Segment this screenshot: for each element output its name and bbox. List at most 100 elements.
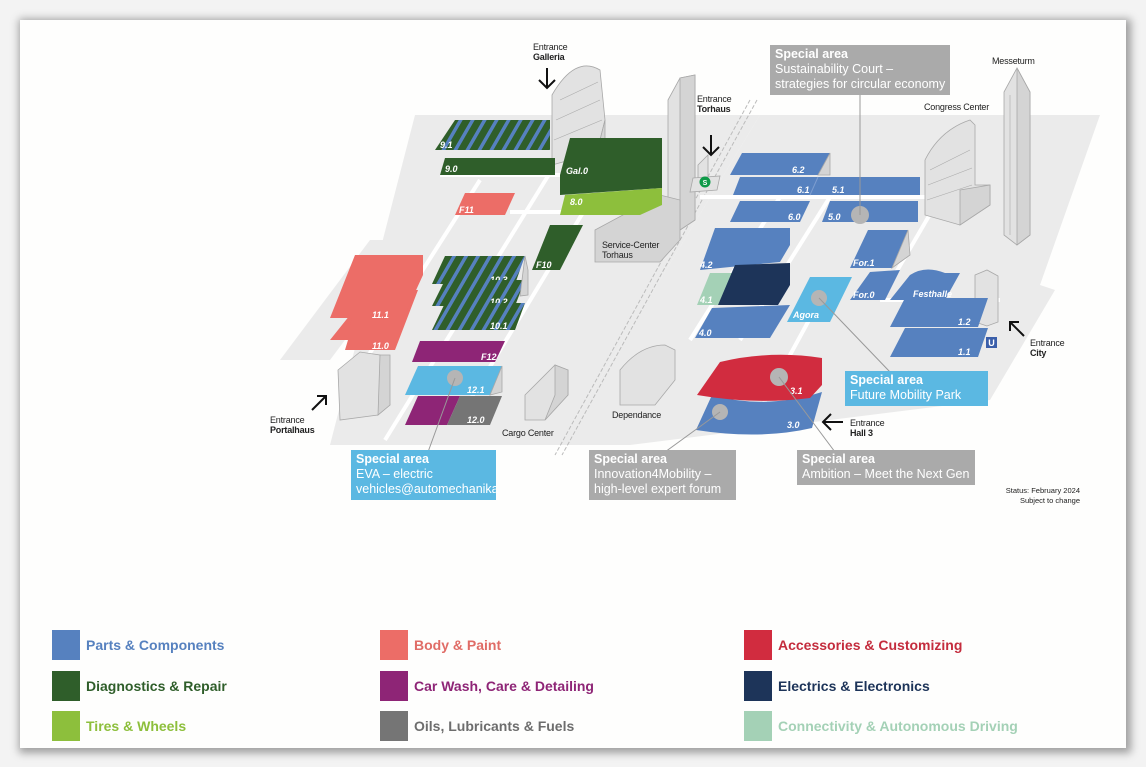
- callout-text: Ambition – Meet the Next Gen: [802, 467, 970, 481]
- special-area-ambition[interactable]: Special area Ambition – Meet the Next Ge…: [797, 450, 975, 485]
- hall-label: 10.2: [490, 297, 508, 307]
- hall-4-0[interactable]: [695, 305, 790, 338]
- legend-label: Parts & Components: [86, 637, 225, 653]
- hall-10-2[interactable]: [432, 280, 525, 306]
- special-area-future-mobility[interactable]: Special area Future Mobility Park: [845, 371, 988, 406]
- hall-3-0[interactable]: [696, 392, 822, 435]
- callout-heading: Special area: [802, 452, 875, 466]
- hall-label: 4.1: [699, 295, 713, 305]
- hall-11-1[interactable]: [330, 255, 423, 325]
- special-area-eva[interactable]: Special area EVA – electric vehicles@aut…: [351, 450, 499, 500]
- hall-9-1[interactable]: [435, 120, 550, 150]
- hall-12-0-oils[interactable]: [447, 396, 502, 425]
- hall-for-0[interactable]: [850, 270, 900, 300]
- hall-label: F11: [459, 205, 474, 215]
- hall-label: For.1: [853, 258, 875, 268]
- hall-label: Festhalle: [913, 289, 952, 299]
- legend-label: Tires & Wheels: [86, 718, 187, 734]
- arrow-down-icon: [538, 68, 556, 90]
- hall-label: 9.0: [445, 164, 458, 174]
- s-bahn-icon: [699, 176, 711, 188]
- hall-label: 3.1: [790, 386, 803, 396]
- hall-label: 4.2: [699, 260, 713, 270]
- hall-4-2[interactable]: [700, 228, 790, 270]
- hall-5-0[interactable]: [822, 201, 918, 222]
- legend-label: Electrics & Electronics: [778, 678, 930, 694]
- callout-heading: Special area: [775, 47, 848, 61]
- hall-label: 9.1: [440, 140, 453, 150]
- arrow-left-icon: [821, 413, 843, 431]
- hall-4-1-connectivity[interactable]: [697, 273, 735, 305]
- hall-3-1[interactable]: [697, 354, 822, 401]
- hall-label: 6.2: [792, 165, 805, 175]
- legend-item-connectivity: Connectivity & Autonomous Driving: [744, 711, 1018, 741]
- cargo-center-label: Cargo Center: [502, 428, 554, 438]
- legend-swatch: [52, 671, 80, 701]
- hall-1-1[interactable]: [890, 328, 988, 357]
- hall-label: 6.1: [797, 185, 810, 195]
- dependance-label: Dependance: [612, 410, 662, 420]
- arrow-up-right-icon: [311, 395, 327, 411]
- legend-item-body: Body & Paint: [380, 630, 501, 660]
- legend-label: Connectivity & Autonomous Driving: [778, 718, 1018, 734]
- legend-swatch: [744, 630, 772, 660]
- status-disclaimer: Subject to change: [1019, 496, 1080, 505]
- callout-text: high-level expert forum: [594, 482, 722, 496]
- hall-10-1[interactable]: [432, 303, 525, 330]
- legend-swatch: [380, 711, 408, 741]
- legend-swatch: [744, 711, 772, 741]
- legend-swatch: [380, 671, 408, 701]
- hall-festhalle[interactable]: [890, 269, 960, 300]
- hall-6-1[interactable]: [733, 177, 920, 195]
- hall-label: 4.0: [698, 328, 712, 338]
- hall-label: 5.0: [828, 212, 841, 222]
- hall-f11[interactable]: [455, 193, 515, 215]
- special-area-sustainability[interactable]: Special area Sustainability Court – stra…: [770, 45, 951, 95]
- hall-for-1[interactable]: [850, 230, 908, 268]
- hall-1-2[interactable]: [890, 298, 988, 327]
- hall-label: 11.1: [372, 310, 389, 320]
- hall-label: Agora: [792, 310, 819, 320]
- special-area-innovation[interactable]: Special area Innovation4Mobility – high-…: [589, 450, 736, 500]
- callout-text: Future Mobility Park: [850, 388, 962, 402]
- legend-item-tires: Tires & Wheels: [52, 711, 186, 741]
- legend-item-accessories: Accessories & Customizing: [744, 630, 962, 660]
- legend-label: Diagnostics & Repair: [86, 678, 227, 694]
- hall-4-1-electrics[interactable]: [718, 263, 790, 305]
- messeturm-label: Messeturm: [992, 56, 1035, 66]
- legend-label: Body & Paint: [414, 637, 502, 653]
- status-date: Status: February 2024: [1005, 486, 1080, 495]
- hall-f10[interactable]: [532, 225, 583, 270]
- hall-label: 8.0: [570, 197, 583, 207]
- callout-heading: Special area: [594, 452, 667, 466]
- hall-label: Gal.0: [566, 166, 588, 176]
- hall-10-3[interactable]: [432, 256, 525, 284]
- legend-item-diagnostics: Diagnostics & Repair: [52, 671, 227, 701]
- hall-label: F10: [536, 260, 552, 270]
- u-bahn-label: U: [988, 338, 995, 348]
- hall-label: 5.1: [832, 185, 845, 195]
- hall-6-0[interactable]: [730, 201, 810, 222]
- callout-heading: Special area: [356, 452, 429, 466]
- hall-label: 10.1: [490, 321, 508, 331]
- hall-9-0[interactable]: [440, 158, 555, 175]
- hall-label: 6.0: [788, 212, 801, 222]
- callout-text: EVA – electric: [356, 467, 433, 481]
- hall-8-0[interactable]: [560, 188, 662, 215]
- callout-text: Innovation4Mobility –: [594, 467, 712, 481]
- legend-item-parts: Parts & Components: [52, 630, 224, 660]
- callout-heading: Special area: [850, 373, 923, 387]
- hall-gal-0[interactable]: [560, 138, 662, 195]
- hall-6-2[interactable]: [730, 153, 830, 175]
- hall-f12[interactable]: [412, 341, 505, 362]
- legend-label: Car Wash, Care & Detailing: [414, 678, 594, 694]
- legend-item-oils: Oils, Lubricants & Fuels: [380, 711, 574, 741]
- congress-center-label: Congress Center: [924, 102, 990, 112]
- legend-item-carwash: Car Wash, Care & Detailing: [380, 671, 594, 701]
- legend-item-electrics: Electrics & Electronics: [744, 671, 930, 701]
